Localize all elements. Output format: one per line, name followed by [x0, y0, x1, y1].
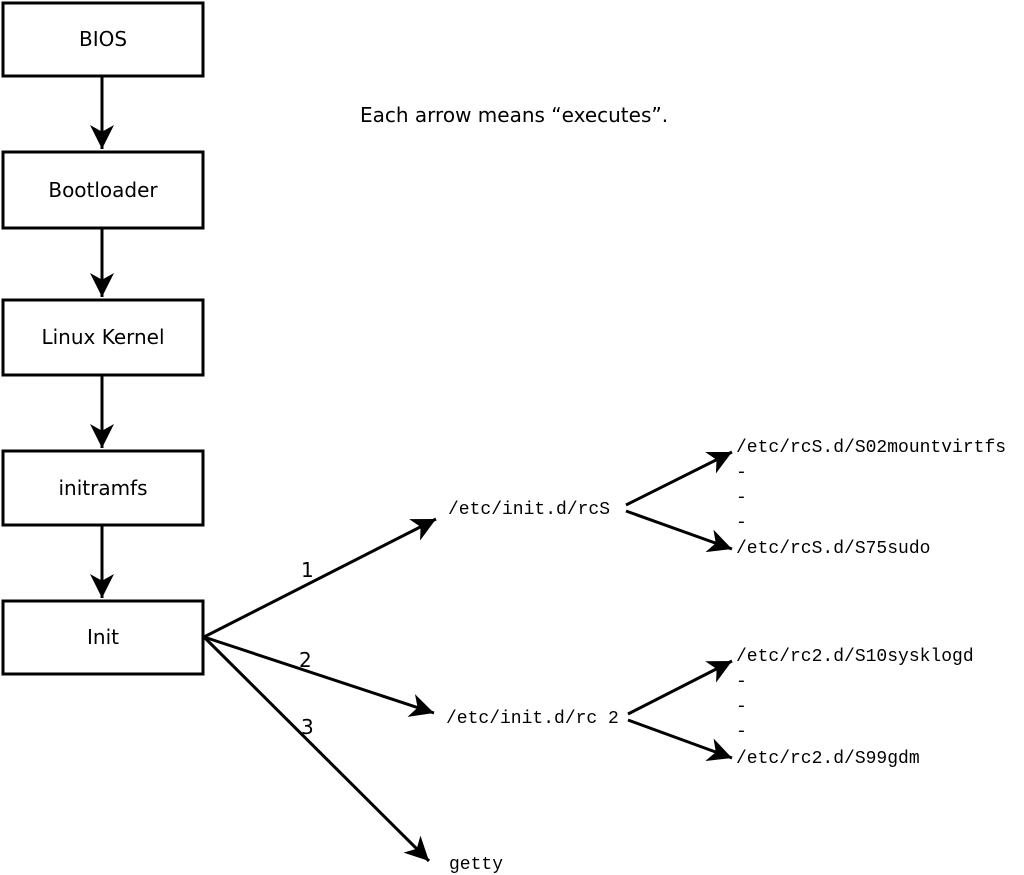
box-init-label: Init: [87, 625, 119, 649]
branch-2-label: 2: [299, 648, 312, 672]
getty-label: getty: [449, 855, 503, 875]
rc2-child-ellipsis-2: -: [736, 697, 747, 717]
rcs-child-first: /etc/rcS.d/S02mountvirtfs: [736, 438, 1006, 458]
branch-1-label: 1: [301, 558, 314, 582]
rc2-script-label: /etc/init.d/rc 2: [446, 709, 619, 729]
rcs-script-label: /etc/init.d/rcS: [448, 500, 610, 520]
arrow-init-to-rc2: [203, 635, 435, 717]
rcs-child-ellipsis-2: -: [736, 488, 747, 508]
box-initramfs-label: initramfs: [58, 476, 147, 500]
rcs-child-last: /etc/rcS.d/S75sudo: [736, 539, 930, 559]
arrow-rc2-to-first-child: [627, 659, 733, 716]
rc2-child-first: /etc/rc2.d/S10sysklogd: [736, 647, 974, 667]
arrow-init-to-getty: [202, 635, 431, 863]
box-init: [1, 599, 205, 676]
box-linux-kernel: [1, 298, 205, 377]
arrow-rcs-to-last-child: [625, 509, 733, 553]
rcs-child-ellipsis-3: -: [736, 513, 747, 533]
box-bootloader: [1, 150, 205, 230]
arrow-init-to-rcs: [203, 517, 437, 639]
rc2-child-ellipsis-1: -: [736, 672, 747, 692]
branch-3-label: 3: [301, 715, 314, 739]
box-bootloader-label: Bootloader: [48, 178, 158, 202]
arrow-rc2-to-last-child: [627, 718, 733, 762]
box-initramfs: [1, 449, 205, 527]
rcs-child-ellipsis-1: -: [736, 463, 747, 483]
box-bios: [1, 1, 205, 78]
arrow-rcs-to-first-child: [625, 450, 733, 507]
rc2-child-last: /etc/rc2.d/S99gdm: [736, 749, 920, 769]
rc2-child-ellipsis-3: -: [736, 722, 747, 742]
box-bios-label: BIOS: [79, 27, 127, 51]
note-text: Each arrow means “executes”.: [360, 103, 668, 127]
box-linux-kernel-label: Linux Kernel: [41, 325, 164, 349]
